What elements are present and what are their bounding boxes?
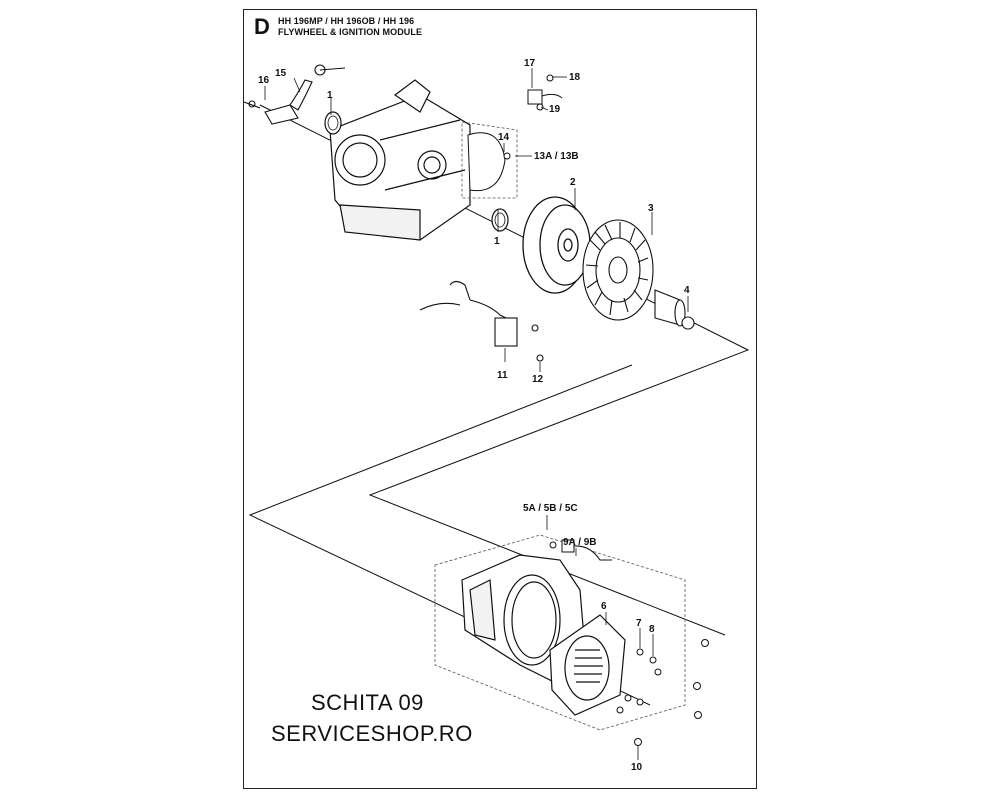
oil-seal-upper — [324, 111, 342, 135]
wiring-harness — [549, 539, 612, 561]
oil-drain-assembly — [243, 64, 346, 125]
watermark-line-1: SCHITA 09 — [311, 690, 424, 715]
oil-seal-lower — [491, 208, 509, 232]
callout-10: 10 — [631, 762, 643, 773]
callout-9: 9A / 9B — [563, 537, 597, 548]
watermark-line-2: SERVICESHOP.RO — [271, 721, 473, 746]
callout-13: 13A / 13B — [534, 151, 579, 162]
drawing-frame — [243, 9, 757, 789]
section-letter: D — [254, 14, 270, 39]
crankcase-cover-group — [461, 121, 518, 199]
bolts — [616, 639, 709, 746]
recoil-starter — [549, 614, 626, 716]
stop-switch — [527, 74, 563, 111]
callout-16: 16 — [258, 75, 270, 86]
callout-6: 6 — [601, 601, 607, 612]
callout-15: 15 — [275, 68, 287, 79]
engine-block — [329, 79, 471, 241]
cooling-fan — [582, 219, 654, 321]
callout-3: 3 — [648, 203, 654, 214]
leader-lines — [264, 68, 689, 760]
callout-4: 4 — [684, 285, 690, 296]
diagram-title: FLYWHEEL & IGNITION MODULE — [278, 27, 423, 37]
callout-7: 7 — [636, 618, 642, 629]
flywheel — [522, 196, 591, 294]
callout-8: 8 — [649, 624, 655, 635]
callout-19: 19 — [549, 104, 561, 115]
callout-11: 11 — [497, 370, 508, 381]
callout-1-top: 1 — [327, 90, 333, 101]
callout-5: 5A / 5B / 5C — [523, 503, 578, 514]
callout-1-bottom: 1 — [494, 236, 500, 247]
callout-2: 2 — [570, 177, 576, 188]
ignition-coil — [419, 280, 544, 362]
model-list: HH 196MP / HH 196OB / HH 196 — [278, 16, 415, 26]
callout-14: 14 — [498, 132, 510, 143]
recoil-starter-group — [434, 534, 686, 731]
callout-12: 12 — [532, 374, 544, 385]
starter-cup — [654, 289, 695, 330]
callout-18: 18 — [569, 72, 581, 83]
callout-17: 17 — [524, 58, 536, 69]
